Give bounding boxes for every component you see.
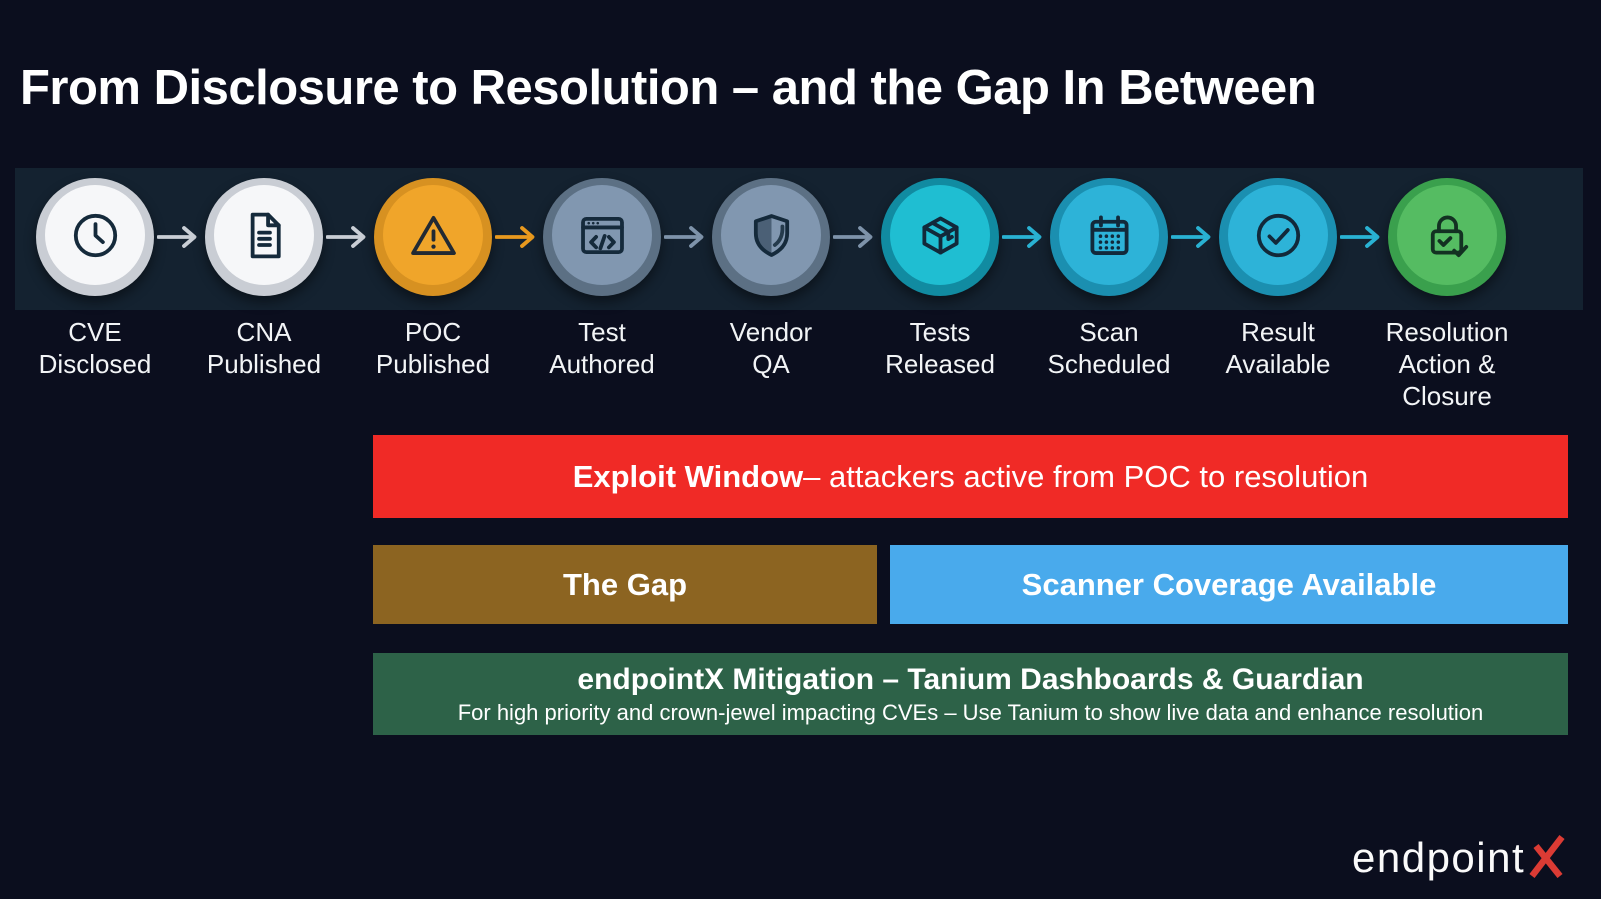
stage-label-line: CVE bbox=[68, 317, 122, 347]
stage-label-line: Released bbox=[885, 349, 995, 379]
stage-label-line: POC bbox=[404, 317, 462, 347]
exploit-window-bar: Exploit Window – attackers active from P… bbox=[373, 435, 1568, 518]
exploit-window-description: – attackers active from POC to resolutio… bbox=[803, 458, 1369, 494]
mitigation-bar: endpointX Mitigation – Tanium Dashboards… bbox=[373, 653, 1568, 735]
stage-label-line: Available bbox=[1225, 349, 1331, 379]
stage-label-line: Authored bbox=[549, 349, 655, 379]
scanner-coverage-bar: Scanner Coverage Available bbox=[890, 545, 1568, 624]
stage-label-line: Action & bbox=[1398, 349, 1496, 379]
stage-label-line: Closure bbox=[1402, 381, 1492, 411]
stage-label-line: Vendor bbox=[729, 317, 813, 347]
the-gap-bar: The Gap bbox=[373, 545, 877, 624]
endpointx-logo: endpoint bbox=[1352, 834, 1566, 881]
pipeline-band bbox=[15, 168, 1583, 310]
x-stroke-down bbox=[1533, 843, 1563, 878]
stage-label-line: Published bbox=[206, 349, 322, 379]
stage-label-line: Resolution bbox=[1385, 317, 1509, 347]
stage-label-line: QA bbox=[752, 349, 790, 379]
exploit-window-label: Exploit Window bbox=[572, 458, 804, 494]
stage-label-line: Published bbox=[375, 349, 491, 379]
stage-label-line: Tests bbox=[909, 317, 971, 347]
page-title: From Disclosure to Resolution – and the … bbox=[20, 61, 1317, 115]
stage-label-line: Scheduled bbox=[1047, 349, 1171, 379]
endpointx-logo-text: endpoint bbox=[1352, 834, 1526, 881]
stage-label-line: Disclosed bbox=[38, 349, 152, 379]
stage-label-line: Test bbox=[578, 317, 626, 347]
stage-label-line: CNA bbox=[236, 317, 292, 347]
stage-label-line: Result bbox=[1241, 317, 1315, 347]
mitigation-title: endpointX Mitigation – Tanium Dashboards… bbox=[577, 663, 1364, 696]
stage-label-line: Scan bbox=[1079, 317, 1139, 347]
mitigation-subtitle: For high priority and crown-jewel impact… bbox=[457, 700, 1484, 725]
scanner-coverage-label: Scanner Coverage Available bbox=[1021, 566, 1437, 602]
the-gap-label: The Gap bbox=[562, 566, 687, 602]
endpointx-x-icon bbox=[1529, 835, 1565, 878]
